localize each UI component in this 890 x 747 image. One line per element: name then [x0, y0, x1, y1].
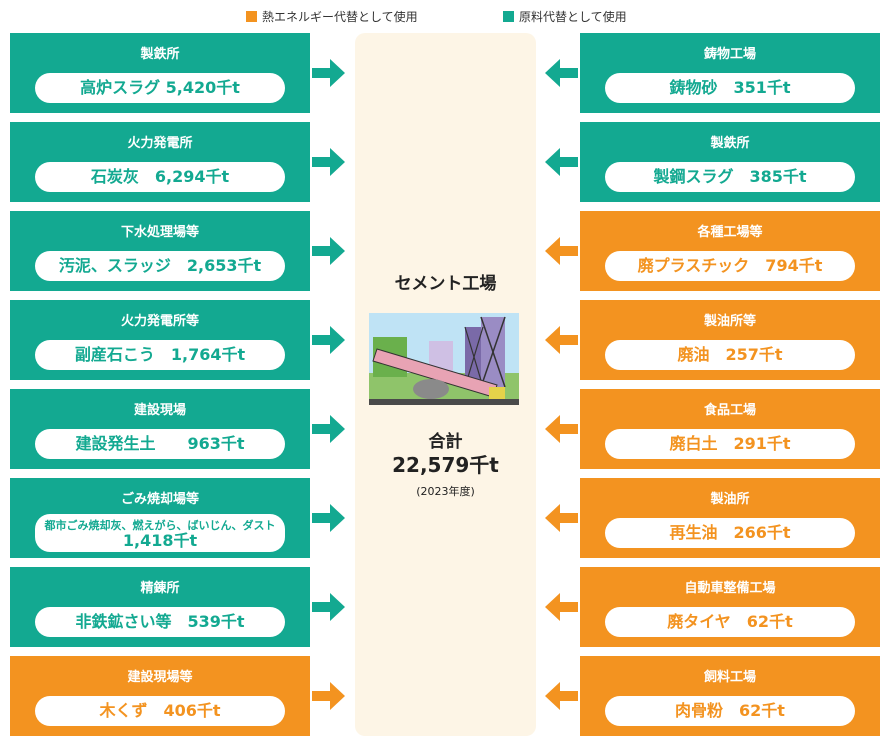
material-amount: 木くず 406千t: [35, 696, 285, 726]
legend: 熱エネルギー代替として使用 原料代替として使用: [0, 8, 890, 28]
source-box-right-8: 飼料工場 肉骨粉 62千t: [580, 656, 880, 736]
legend-swatch-raw-material: [503, 11, 514, 22]
total-label: 合計: [428, 432, 463, 452]
material-amount: 鋳物砂 351千t: [605, 73, 855, 103]
material-amount: 副産石こう 1,764千t: [35, 340, 285, 370]
source-box-right-7: 自動車整備工場 廃タイヤ 62千t: [580, 567, 880, 647]
source-name: 飼料工場: [703, 670, 756, 685]
cement-plant-title: セメント工場: [394, 274, 497, 294]
source-box-right-6: 製油所 再生油 266千t: [580, 478, 880, 558]
material-amount: 建設発生土 963千t: [35, 429, 285, 459]
source-box-left-6: ごみ焼却場等 都市ごみ焼却灰、燃えがら、ばいじん、ダスト 1,418千t: [10, 478, 310, 558]
source-name: 製鉄所: [710, 136, 750, 151]
material-quantity: 1,418千t: [122, 531, 198, 550]
material-amount: 汚泥、スラッジ 2,653千t: [35, 251, 285, 281]
arrow-left-icon: [545, 682, 578, 710]
source-box-left-1: 製鉄所 高炉スラグ 5,420千t: [10, 33, 310, 113]
fiscal-year: (2023年度): [416, 485, 475, 498]
source-name: 建設現場等: [127, 670, 193, 685]
material-amount: 製鋼スラグ 385千t: [605, 162, 855, 192]
material-amount: 廃油 257千t: [605, 340, 855, 370]
source-box-left-7: 精錬所 非鉄鉱さい等 539千t: [10, 567, 310, 647]
source-box-right-2: 製鉄所 製鋼スラグ 385千t: [580, 122, 880, 202]
source-name: 精錬所: [140, 581, 180, 596]
source-name: 食品工場: [703, 403, 756, 418]
total-value: 22,579千t: [392, 453, 499, 477]
source-box-left-5: 建設現場 建設発生土 963千t: [10, 389, 310, 469]
cement-plant-panel: セメント工場 合計 22,579千t (2023年度): [355, 33, 536, 736]
legend-label-thermal: 熱エネルギー代替として使用: [262, 10, 418, 24]
source-box-left-8: 建設現場等 木くず 406千t: [10, 656, 310, 736]
source-name: ごみ焼却場等: [120, 492, 199, 507]
arrow-left-icon: [545, 237, 578, 265]
arrow-left-icon: [545, 593, 578, 621]
source-name: 製油所等: [703, 314, 756, 329]
source-name: 下水処理場等: [120, 225, 199, 240]
arrow-right-icon: [312, 504, 345, 532]
source-name: 火力発電所等: [120, 314, 199, 329]
source-box-right-4: 製油所等 廃油 257千t: [580, 300, 880, 380]
arrow-left-icon: [545, 326, 578, 354]
source-box-right-1: 鋳物工場 鋳物砂 351千t: [580, 33, 880, 113]
arrow-left-icon: [545, 148, 578, 176]
source-name: 自動車整備工場: [684, 581, 776, 596]
source-name: 鋳物工場: [703, 47, 756, 62]
material-amount: 石炭灰 6,294千t: [35, 162, 285, 192]
legend-item-thermal: 熱エネルギー代替として使用: [246, 8, 418, 25]
material-names: 都市ごみ焼却灰、燃えがら、ばいじん、ダスト: [44, 519, 276, 532]
arrow-right-icon: [312, 326, 345, 354]
source-box-right-3: 各種工場等 廃プラスチック 794千t: [580, 211, 880, 291]
cement-plant-illustration-icon: [369, 313, 519, 405]
material-amount: 肉骨粉 62千t: [605, 696, 855, 726]
legend-label-raw-material: 原料代替として使用: [519, 10, 627, 24]
material-amount: 非鉄鉱さい等 539千t: [35, 607, 285, 637]
legend-item-raw-material: 原料代替として使用: [503, 8, 627, 25]
source-box-left-3: 下水処理場等 汚泥、スラッジ 2,653千t: [10, 211, 310, 291]
arrow-left-icon: [545, 504, 578, 532]
material-amount: 再生油 266千t: [605, 518, 855, 548]
arrow-right-icon: [312, 237, 345, 265]
source-name: 製鉄所: [140, 47, 180, 62]
material-amount: 廃プラスチック 794千t: [605, 251, 855, 281]
arrow-right-icon: [312, 415, 345, 443]
source-name: 製油所: [710, 492, 750, 507]
source-box-right-5: 食品工場 廃白土 291千t: [580, 389, 880, 469]
arrow-right-icon: [312, 593, 345, 621]
source-name: 火力発電所: [127, 136, 193, 151]
legend-swatch-thermal: [246, 11, 257, 22]
arrow-left-icon: [545, 59, 578, 87]
source-name: 建設現場: [133, 403, 186, 418]
arrow-right-icon: [312, 59, 345, 87]
material-amount: 都市ごみ焼却灰、燃えがら、ばいじん、ダスト 1,418千t: [35, 514, 285, 552]
material-amount: 廃タイヤ 62千t: [605, 607, 855, 637]
source-box-left-2: 火力発電所 石炭灰 6,294千t: [10, 122, 310, 202]
source-box-left-4: 火力発電所等 副産石こう 1,764千t: [10, 300, 310, 380]
material-amount: 廃白土 291千t: [605, 429, 855, 459]
arrow-left-icon: [545, 415, 578, 443]
arrow-right-icon: [312, 148, 345, 176]
material-amount: 高炉スラグ 5,420千t: [35, 73, 285, 103]
source-name: 各種工場等: [697, 225, 763, 240]
arrow-right-icon: [312, 682, 345, 710]
